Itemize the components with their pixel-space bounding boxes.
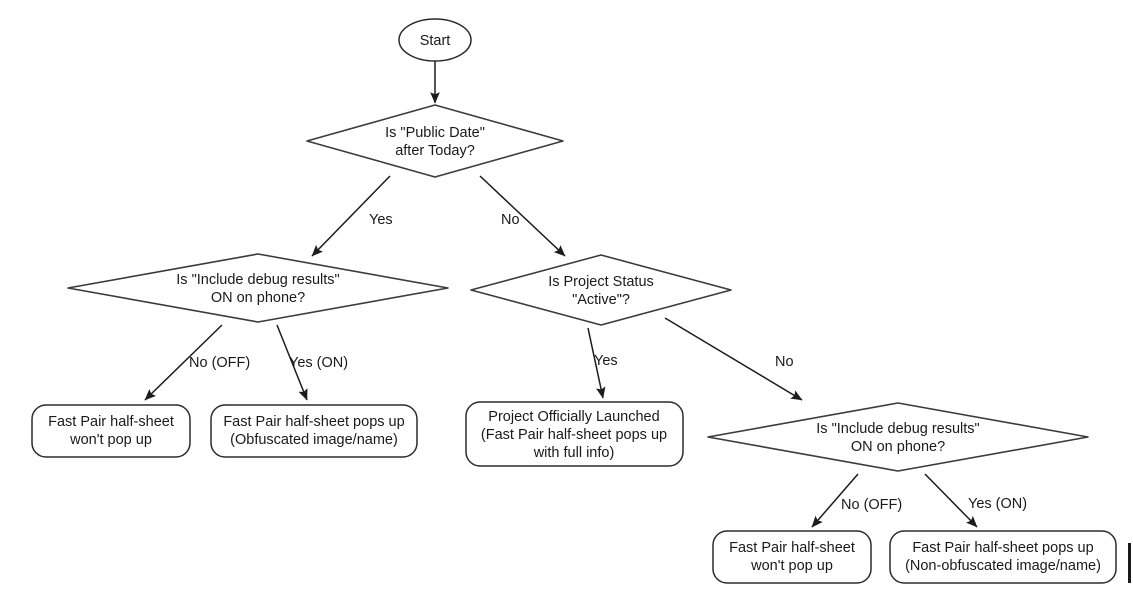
project-status-line1: Is Project Status <box>548 274 654 290</box>
public-date-diamond-shape <box>306 104 564 178</box>
right-off-line1: Fast Pair half-sheet <box>729 540 855 556</box>
edge-project-status-no <box>664 317 803 401</box>
debug-right-line1: Is "Include debug results" <box>816 421 979 437</box>
edge-label-public-date-yes: Yes <box>369 212 393 228</box>
left-off-line2: won't pop up <box>69 432 152 448</box>
left-on-box-shape <box>210 404 418 458</box>
public-date-line2: after Today? <box>395 143 475 159</box>
edge-debug-left-off <box>144 324 223 401</box>
project-status-diamond-shape <box>470 254 732 326</box>
edge-label-debug-right-off: No (OFF) <box>841 497 902 513</box>
node-debug-results-right-decision[interactable]: Is "Include debug results" ON on phone? <box>707 402 1089 472</box>
node-debug-results-left-decision[interactable]: Is "Include debug results" ON on phone? <box>67 253 449 323</box>
edge-label-project-status-no: No <box>775 354 794 370</box>
edge-artifact-bar <box>1128 543 1131 583</box>
right-on-line1: Fast Pair half-sheet pops up <box>912 540 1093 556</box>
edges-group <box>144 61 978 528</box>
launched-box-shape <box>465 401 684 467</box>
left-off-box-shape <box>31 404 191 458</box>
node-left-on-result[interactable]: Fast Pair half-sheet pops up (Obfuscated… <box>210 404 418 458</box>
left-off-line1: Fast Pair half-sheet <box>48 414 174 430</box>
edge-debug-right-on <box>924 473 978 528</box>
node-start[interactable]: Start <box>398 18 472 62</box>
launched-line2: (Fast Pair half-sheet pops up <box>481 427 667 443</box>
edge-label-project-status-yes: Yes <box>594 353 618 369</box>
right-on-box-shape <box>889 530 1117 584</box>
public-date-line1: Is "Public Date" <box>385 125 485 141</box>
left-on-line1: Fast Pair half-sheet pops up <box>223 414 404 430</box>
node-project-status-decision[interactable]: Is Project Status "Active"? <box>470 254 732 326</box>
edge-public-date-no <box>479 175 566 257</box>
edge-label-debug-left-on: Yes (ON) <box>289 355 348 371</box>
node-public-date-decision[interactable]: Is "Public Date" after Today? <box>306 104 564 178</box>
launched-line3: with full info) <box>533 445 615 461</box>
node-right-on-result[interactable]: Fast Pair half-sheet pops up (Non-obfusc… <box>889 530 1117 584</box>
debug-right-diamond-shape <box>707 402 1089 472</box>
edge-debug-left-on <box>276 324 308 401</box>
project-status-line2: "Active"? <box>572 292 630 308</box>
edge-label-public-date-no: No <box>501 212 520 228</box>
debug-left-line2: ON on phone? <box>211 290 305 306</box>
node-right-off-result[interactable]: Fast Pair half-sheet won't pop up <box>712 530 872 584</box>
debug-right-line2: ON on phone? <box>851 439 945 455</box>
edge-label-debug-left-off: No (OFF) <box>189 355 250 371</box>
edge-public-date-yes <box>311 175 391 257</box>
start-label: Start <box>420 33 451 49</box>
debug-left-line1: Is "Include debug results" <box>176 272 339 288</box>
right-on-line2: (Non-obfuscated image/name) <box>905 558 1101 574</box>
edge-project-status-yes <box>587 327 606 399</box>
edge-debug-right-off <box>811 473 859 528</box>
node-project-launched-result[interactable]: Project Officially Launched (Fast Pair h… <box>465 401 684 467</box>
debug-left-diamond-shape <box>67 253 449 323</box>
left-on-line2: (Obfuscated image/name) <box>230 432 398 448</box>
node-left-off-result[interactable]: Fast Pair half-sheet won't pop up <box>31 404 191 458</box>
start-ellipse-shape <box>398 18 472 62</box>
edge-label-debug-right-on: Yes (ON) <box>968 496 1027 512</box>
edge-labels-group: Yes No No (OFF) Yes (ON) Yes No No (OFF)… <box>189 212 1027 513</box>
right-off-line2: won't pop up <box>750 558 833 574</box>
launched-line1: Project Officially Launched <box>488 409 659 425</box>
right-off-box-shape <box>712 530 872 584</box>
